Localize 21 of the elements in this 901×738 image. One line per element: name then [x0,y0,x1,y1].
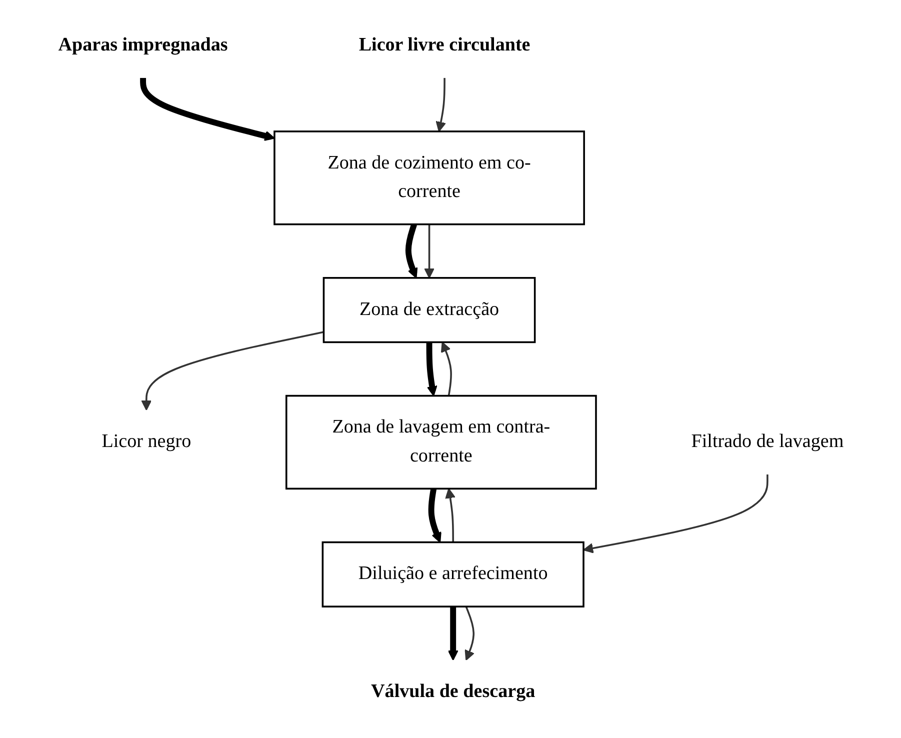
node-box: Zona de extracção [322,277,536,344]
node-text: Licor livre circulante [358,34,530,56]
arrow [428,488,441,543]
arrow [140,78,274,141]
arrow [582,474,768,554]
node-box: Zona de cozimento em co-corrente [273,130,585,226]
arrow [447,606,458,661]
node-box: Diluição e arrefecimento [321,541,584,608]
arrow [464,606,474,661]
node-box: Zona de lavagem em contra-corrente [285,394,596,490]
arrow [440,342,452,396]
arrow [444,488,455,542]
arrow [140,331,324,411]
node-text: Licor negro [101,432,191,452]
arrow [424,224,434,278]
node-text: Filtrado de lavagem [690,432,844,452]
arrow [435,78,446,132]
arrow [426,342,437,396]
node-text: Válvula de descarga [370,682,535,702]
arrow [404,223,418,278]
node-text: Aparas impregnadas [58,34,228,56]
